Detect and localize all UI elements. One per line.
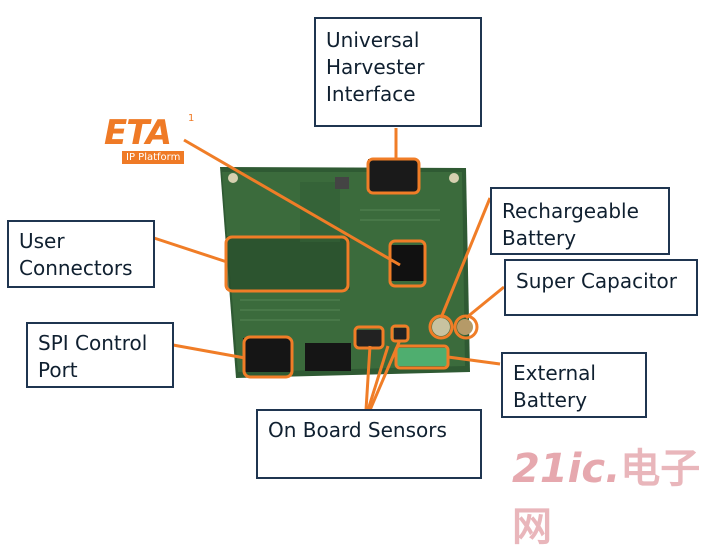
label-on-board-sensors: On Board Sensors: [256, 409, 482, 479]
label-line: Rechargeable: [502, 199, 639, 223]
label-universal-harvester: Universal Harvester Interface: [314, 17, 482, 127]
label-line: User: [19, 229, 65, 253]
label-line: Interface: [326, 82, 416, 106]
label-user-connectors: User Connectors: [7, 220, 155, 288]
circuit-board: [220, 159, 473, 378]
label-line: External: [513, 361, 596, 385]
label-line: On Board Sensors: [268, 418, 447, 442]
watermark-digits: 21ic.: [512, 446, 621, 492]
logo-superscript: 1: [188, 113, 195, 124]
label-line: SPI Control: [38, 331, 148, 355]
label-external-battery: External Battery: [501, 352, 647, 418]
label-line: Port: [38, 358, 78, 382]
label-super-capacitor: Super Capacitor: [504, 259, 698, 316]
label-line: Battery: [502, 226, 577, 250]
site-watermark: 21ic.电子网: [512, 436, 714, 552]
label-rechargeable-battery: Rechargeable Battery: [490, 187, 670, 255]
label-line: Battery: [513, 388, 588, 412]
label-line: Harvester: [326, 55, 425, 79]
eta-logo: ETA 1 IP Platform: [82, 113, 194, 167]
callout-lines: [153, 128, 505, 411]
board-diagram: [153, 128, 505, 411]
label-line: Connectors: [19, 256, 133, 280]
label-spi-control-port: SPI Control Port: [26, 322, 174, 388]
label-line: Super Capacitor: [516, 269, 677, 293]
logo-brand: ETA: [104, 113, 172, 153]
logo-subtitle: IP Platform: [122, 151, 185, 164]
label-line: Universal: [326, 28, 420, 52]
